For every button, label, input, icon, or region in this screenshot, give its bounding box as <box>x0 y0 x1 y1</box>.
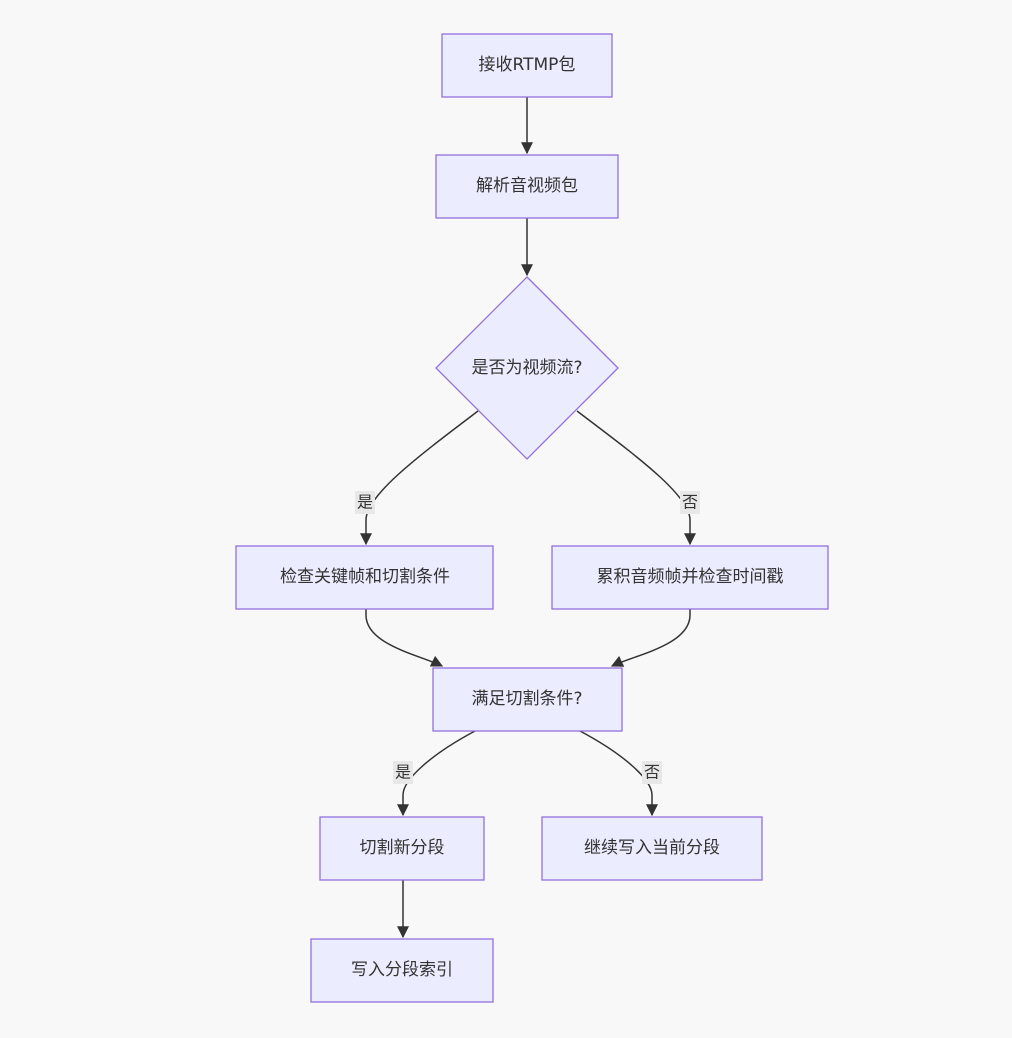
edge-condition-cut <box>397 730 476 817</box>
svg-text:是: 是 <box>357 493 373 512</box>
edge-label-video-yes: 是 <box>355 491 375 514</box>
node-meets-condition[interactable]: 满足切割条件? <box>432 667 623 732</box>
node-cut-segment[interactable]: 切割新分段 <box>319 816 485 881</box>
node-check-keyframe[interactable]: 检查关键帧和切割条件 <box>235 545 494 610</box>
node-continue-write[interactable]: 继续写入当前分段 <box>541 816 763 881</box>
node-parse-av[interactable]: 解析音视频包 <box>435 154 619 219</box>
edge-condition-continue <box>579 730 658 817</box>
edge-decision-check-keyframe <box>360 410 479 546</box>
node-receive-rtmp[interactable]: 接收RTMP包 <box>441 33 613 98</box>
edge-label-cond-yes: 是 <box>393 761 413 784</box>
svg-text:否: 否 <box>644 763 660 782</box>
svg-text:是: 是 <box>395 763 411 782</box>
edge-decision-accumulate <box>576 410 696 546</box>
svg-text:继续写入当前分段: 继续写入当前分段 <box>584 838 720 858</box>
svg-text:累积音频帧并检查时间戳: 累积音频帧并检查时间戳 <box>597 567 784 587</box>
edge-check-keyframe-condition <box>365 609 444 667</box>
node-write-index[interactable]: 写入分段索引 <box>310 938 494 1003</box>
nodes: 接收RTMP包 解析音视频包 是否为视频流? 检查关键帧和切割条件 累积音频帧并… <box>235 33 829 1003</box>
svg-text:切割新分段: 切割新分段 <box>360 838 445 858</box>
node-accumulate-audio[interactable]: 累积音频帧并检查时间戳 <box>551 545 829 610</box>
edge-labels: 是 否 是 否 <box>355 491 700 784</box>
svg-text:接收RTMP包: 接收RTMP包 <box>479 55 576 75</box>
edge-accumulate-condition <box>610 609 691 667</box>
svg-text:否: 否 <box>682 493 698 512</box>
edge-label-video-no: 否 <box>680 491 700 514</box>
svg-text:写入分段索引: 写入分段索引 <box>351 960 453 980</box>
edge-label-cond-no: 否 <box>642 761 662 784</box>
svg-text:解析音视频包: 解析音视频包 <box>476 176 578 196</box>
edges <box>360 97 696 939</box>
svg-text:是否为视频流?: 是否为视频流? <box>471 358 582 378</box>
svg-text:满足切割条件?: 满足切割条件? <box>471 689 582 709</box>
svg-text:检查关键帧和切割条件: 检查关键帧和切割条件 <box>280 567 450 587</box>
node-is-video-decision[interactable]: 是否为视频流? <box>435 276 619 460</box>
